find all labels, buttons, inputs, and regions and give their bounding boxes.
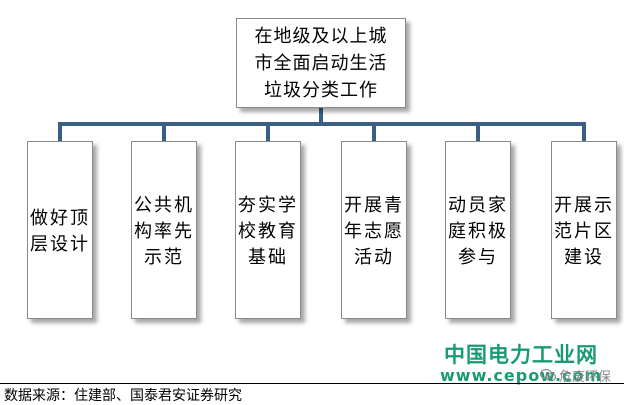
root-node-label: 在地级及以上城 市全面启动生活 垃圾分类工作: [254, 25, 388, 101]
wechat-account-name: 危废环保: [559, 370, 612, 385]
connector-trunk: [319, 108, 323, 124]
child-node-label: 夯实学 校教育 基础: [238, 195, 298, 268]
watermark-site-name: 中国电力工业网: [444, 343, 598, 367]
connector-drop-1: [58, 122, 62, 142]
child-node-label: 公共机 构率先 示范: [134, 195, 194, 268]
connector-drop-4: [372, 122, 376, 142]
child-node-label: 做好顶 层设计: [30, 208, 90, 255]
child-node-family-participation: 动员家 庭积极 参与: [445, 141, 511, 319]
connector-bus: [58, 122, 586, 126]
child-node-label: 开展示 范片区 建设: [554, 195, 614, 268]
child-node-label: 动员家 庭积极 参与: [448, 195, 508, 268]
source-note: 数据来源：住建部、国泰君安证券研究: [4, 388, 242, 404]
child-node-youth-volunteer: 开展青 年志愿 活动: [341, 141, 407, 319]
root-node: 在地级及以上城 市全面启动生活 垃圾分类工作: [236, 18, 406, 108]
connector-drop-3: [266, 122, 270, 142]
wechat-watermark: 危废环保: [539, 366, 612, 385]
wechat-icon: [539, 368, 557, 382]
child-node-demo-area: 开展示 范片区 建设: [551, 141, 617, 319]
watermark-url: www.cepow.com: [440, 366, 603, 385]
child-node-label: 开展青 年志愿 活动: [344, 195, 404, 268]
child-node-public-institutions: 公共机 构率先 示范: [131, 141, 197, 319]
connector-drop-5: [476, 122, 480, 142]
child-node-school-education: 夯实学 校教育 基础: [235, 141, 301, 319]
connector-drop-6: [582, 122, 586, 142]
source-divider: [0, 383, 624, 384]
connector-drop-2: [162, 122, 166, 142]
child-node-top-level-design: 做好顶 层设计: [27, 141, 93, 319]
